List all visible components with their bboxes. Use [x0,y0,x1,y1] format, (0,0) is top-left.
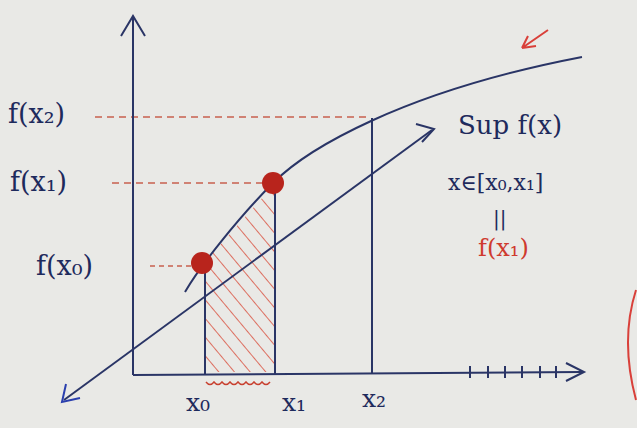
vertical-line [204,262,206,374]
guide-line [112,182,265,184]
axis-label: || [493,208,506,228]
tick-marks [470,366,556,378]
axis-label: f(x₁) [10,168,67,195]
axis-label: x₀ [186,390,210,415]
interval-brace [206,382,270,385]
axis-label: x₁ [282,390,306,415]
arrow-head [566,363,584,381]
axis-label: f(x₂) [8,100,65,127]
point-marker [262,172,284,194]
y-axis [132,18,134,375]
function-curve [185,57,582,292]
x-axis [133,372,582,375]
secant-line [64,130,432,400]
point-marker [191,252,213,274]
margin-arc [628,290,636,400]
vertical-line [371,118,373,373]
note-arrow [522,30,548,48]
vertical-line [274,184,276,374]
hatched-area [205,184,275,372]
axis-label: Sup f(x) [458,112,562,138]
axis-label: x₂ [362,386,386,411]
arrow-head [62,384,80,402]
arrow-head [416,124,434,142]
axis-label: f(x₁) [478,236,529,260]
arrow-head [121,16,145,36]
guide-line [150,265,196,267]
axis-label: x∈[x₀,x₁] [448,172,543,194]
axis-label: f(x₀) [36,252,93,279]
guide-line [95,116,368,118]
